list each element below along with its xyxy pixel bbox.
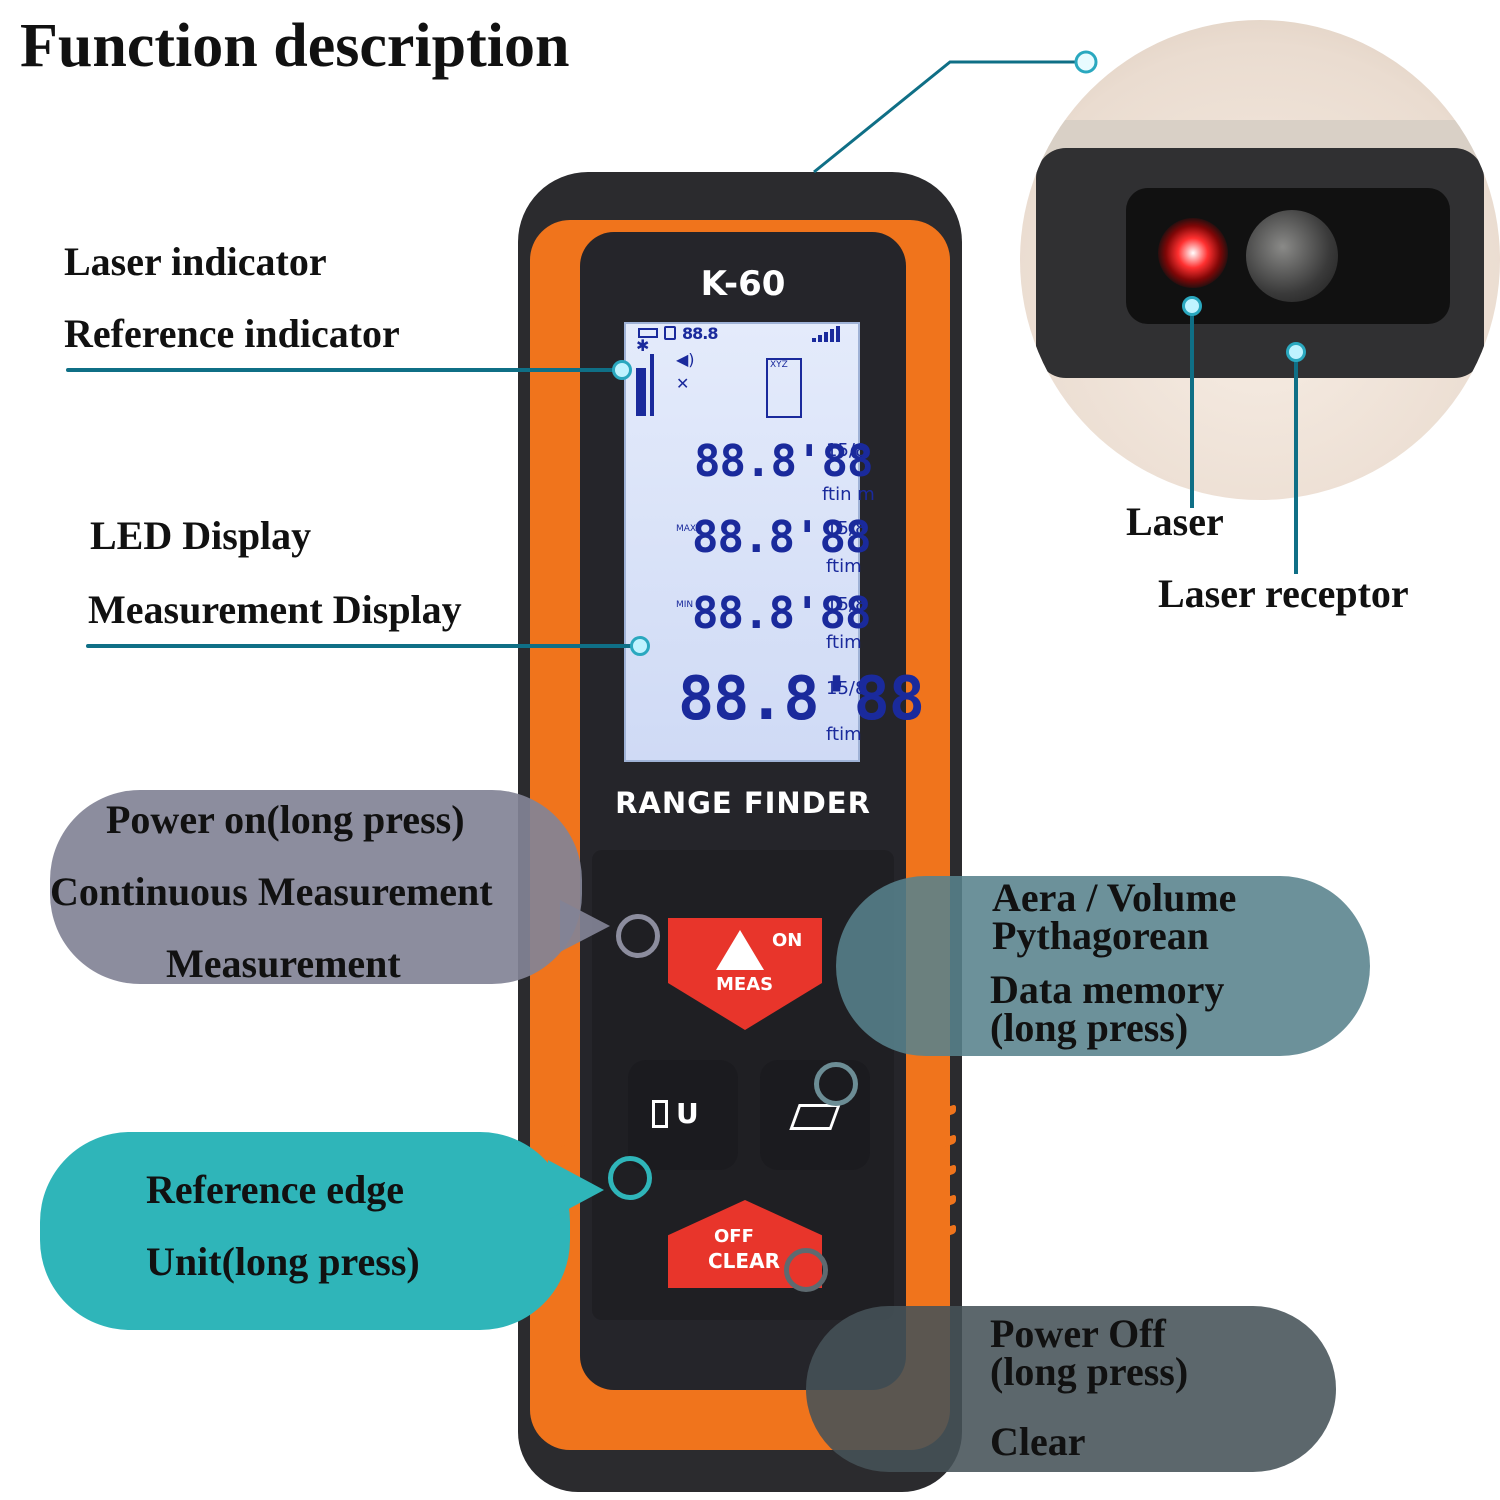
unit-long-press-text: Unit(long press) — [146, 1239, 420, 1284]
area-button-marker — [814, 1062, 858, 1106]
clear-button-marker — [784, 1248, 828, 1292]
display-pointer-dot — [630, 636, 650, 656]
power-off-callout — [806, 1306, 1336, 1472]
lcd-units-1: ftin m — [822, 484, 875, 505]
display-pointer-line — [86, 644, 640, 648]
indicator-pointer-dot — [612, 360, 632, 380]
mute-icon: ✕ — [676, 374, 690, 393]
data-memory-longpress-text: (long press) — [990, 1005, 1189, 1050]
lcd-fraction-4: 15/8 — [826, 678, 867, 699]
lcd-screen: 88.8 ✱ ◀) ✕ XYZ 88.8'88 15/8 ftin m MAX … — [624, 322, 925, 762]
receptor-pointer-dot — [1286, 342, 1306, 362]
measurement-text: Measurement — [166, 941, 401, 986]
lcd-row-2: 88.8'88 — [692, 512, 871, 563]
laser-emitter — [1158, 218, 1228, 288]
brand-label: RANGE FINDER — [615, 786, 871, 820]
lcd-row-3: 88.8'88 — [692, 588, 871, 639]
laser-receptor-label: Laser receptor — [1158, 571, 1409, 616]
lcd-fraction-1: 15/8 — [826, 440, 867, 461]
clear-text: Clear — [990, 1419, 1086, 1464]
laser-warning-icon — [716, 930, 764, 970]
reference-indicator-label: Reference indicator — [64, 311, 400, 356]
receptor-pointer-line — [1294, 356, 1298, 574]
laser-indicator-label: Laser indicator — [64, 239, 327, 284]
power-on-text: Power on(long press) — [106, 797, 465, 842]
reference-unit-button[interactable]: U — [628, 1060, 738, 1170]
lcd-max-label: MAX — [676, 524, 697, 534]
indicator-pointer-line — [66, 368, 622, 372]
pythagorean-icon: XYZ — [766, 358, 802, 418]
reference-button-marker — [608, 1156, 652, 1200]
area-volume-text: Aera / Volume — [992, 875, 1237, 920]
lcd-fraction-2: 15/8 — [826, 518, 867, 539]
clear-off-label: OFF — [714, 1226, 754, 1247]
power-off-longpress-text: (long press) — [990, 1349, 1189, 1394]
lcd-units-2: ftim — [826, 556, 862, 577]
laser-label: Laser — [1126, 499, 1224, 544]
lcd-row-1: 88.8'88 — [694, 436, 873, 487]
power-meas-callout — [50, 790, 582, 984]
lcd-fraction-3: 15/8 — [826, 594, 867, 615]
laser-closeup — [1020, 20, 1500, 500]
meas-on-label: ON — [772, 930, 803, 951]
laser-receptor-lens — [1246, 210, 1338, 302]
laser-pointer-line — [1190, 308, 1194, 508]
inset-connector-line — [813, 50, 1098, 174]
pythagorean-text: Pythagorean — [992, 913, 1210, 958]
status-readout: 88.8 — [682, 324, 718, 343]
signal-icon — [802, 326, 844, 342]
data-memory-text: Data memory — [990, 967, 1225, 1012]
lcd-units-4: ftim — [826, 724, 862, 745]
reference-indicator-icon — [636, 368, 646, 416]
reference-unit-callout — [40, 1132, 570, 1330]
area-volume-callout — [836, 876, 1370, 1056]
meas-label: MEAS — [716, 974, 774, 995]
unit-label: U — [676, 1097, 699, 1130]
led-display-label: LED Display — [90, 513, 312, 558]
meas-button-marker — [616, 914, 660, 958]
continuous-measurement-text: Continuous Measurement — [50, 869, 493, 914]
laser-indicator-icon: ✱ — [636, 336, 650, 355]
memory-icon — [664, 326, 676, 340]
speaker-icon: ◀) — [676, 350, 695, 369]
reference-indicator-bar — [650, 354, 654, 416]
lcd-units-3: ftim — [826, 632, 862, 653]
lcd-min-label: MIN — [676, 600, 694, 610]
reference-edge-icon — [652, 1100, 668, 1128]
area-volume-icon — [789, 1104, 841, 1130]
measurement-display-label: Measurement Display — [88, 587, 462, 632]
model-label: K-60 — [700, 264, 786, 304]
lcd-row-main: 88.8'88 — [678, 664, 925, 734]
battery-icon — [638, 328, 658, 338]
reference-edge-text: Reference edge — [146, 1167, 405, 1212]
clear-label: CLEAR — [708, 1249, 780, 1273]
power-off-text: Power Off — [990, 1311, 1166, 1356]
laser-pointer-dot — [1182, 296, 1202, 316]
page-title: Function description — [20, 12, 570, 80]
